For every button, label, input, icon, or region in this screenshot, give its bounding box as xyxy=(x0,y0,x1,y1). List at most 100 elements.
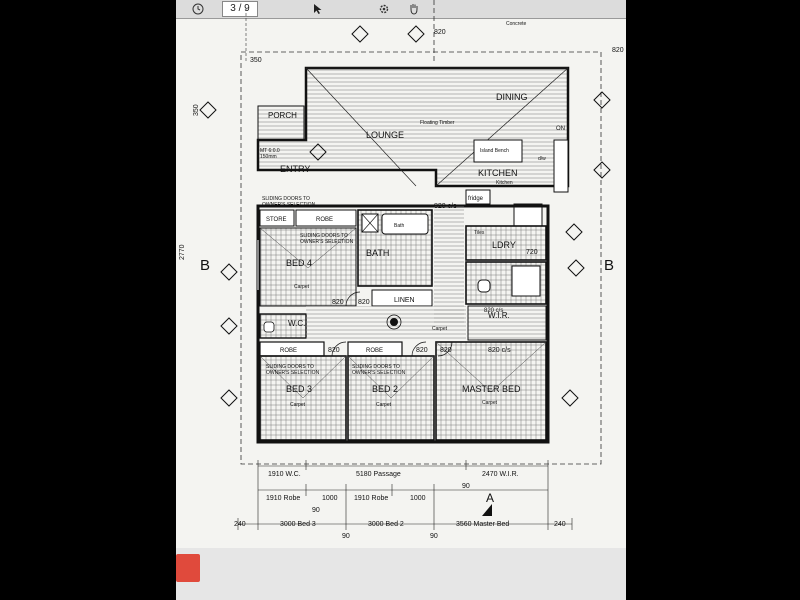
app-launcher-icon[interactable] xyxy=(176,554,200,582)
note-bath: Bath xyxy=(394,223,405,229)
dim-wir: 2470 W.I.R. xyxy=(482,471,519,478)
door-820-top: 820 xyxy=(612,47,624,54)
robe-bed4 xyxy=(295,209,357,227)
note-floating-timber: Floating Timber xyxy=(420,120,455,126)
cursor-icon[interactable] xyxy=(310,1,326,16)
label-bed3: BED 3 xyxy=(286,384,312,394)
label-linen: LINEN xyxy=(394,297,415,304)
note-kitchen: Kitchen xyxy=(496,180,513,186)
floor-plan-drawing: DINING LOUNGE PORCH ENTRY KITCHEN BED 4 … xyxy=(179,0,624,540)
note-carpet-bed2: Carpet xyxy=(376,402,392,408)
pdf-viewer-window: 3 / 9 xyxy=(176,0,626,600)
note-carpet-bed4: Carpet xyxy=(294,284,310,290)
dim-bed2: 3000 Bed 2 xyxy=(368,521,404,528)
boundary-line xyxy=(240,51,602,465)
os-taskbar xyxy=(176,548,626,600)
door-820-wir: 820 c/s xyxy=(488,347,511,354)
ensuite-shower xyxy=(511,265,541,297)
dim-350-b: 350 xyxy=(193,104,200,116)
note-mm: 150mm xyxy=(260,154,277,160)
note-sliding-c-1: SLIDING DOORS TO xyxy=(266,364,314,370)
note-sliding-c-2: OWNER'S SELECTION xyxy=(266,370,320,376)
dim-wc: 1910 W.C. xyxy=(268,471,301,478)
door-820-bed4a: 820 xyxy=(332,299,344,306)
note-on: ON xyxy=(556,126,565,132)
note-sliding-d-2: OWNER'S SELECTION xyxy=(352,370,406,376)
note-dw: d/w xyxy=(538,156,546,162)
label-bath: BATH xyxy=(366,248,389,258)
label-kitchen: KITCHEN xyxy=(478,168,518,178)
note-tiles: Tiles xyxy=(474,230,485,236)
door-820-tr: 820 xyxy=(434,29,446,36)
section-arrow-icon xyxy=(482,504,492,516)
label-lounge: LOUNGE xyxy=(366,130,404,140)
page-number-field[interactable]: 3 / 9 xyxy=(222,1,258,17)
note-sliding-a-1: SLIDING DOORS TO xyxy=(262,196,310,202)
note-island-bench: Island Bench xyxy=(480,148,509,154)
dim-left: 2770 xyxy=(179,244,186,260)
dim-90-c: 90 xyxy=(342,533,350,540)
dim-1000-b: 1000 xyxy=(410,495,426,502)
page-total: 9 xyxy=(244,3,250,14)
note-sliding-d-1: SLIDING DOORS TO xyxy=(352,364,400,370)
door-820-bed4b: 820 xyxy=(358,299,370,306)
dim-90-d: 90 xyxy=(430,533,438,540)
bathtub xyxy=(381,213,429,235)
label-master-bed: MASTER BED xyxy=(462,384,521,394)
kitchen-counter xyxy=(553,139,569,193)
dim-240-b: 240 xyxy=(554,521,566,528)
label-entry: ENTRY xyxy=(280,164,310,174)
island-bench xyxy=(473,139,523,163)
dim-bed3: 3000 Bed 3 xyxy=(280,521,316,528)
door-720: 720 xyxy=(526,249,538,256)
note-carpet-master: Carpet xyxy=(482,400,498,406)
hand-icon[interactable] xyxy=(406,1,422,16)
store-cupboard xyxy=(259,209,295,227)
dim-350-a: 350 xyxy=(250,57,262,64)
bed4-room xyxy=(259,227,357,307)
porch xyxy=(257,105,305,141)
dim-240-a: 240 xyxy=(234,521,246,528)
passage-vertical xyxy=(434,206,464,324)
door-820-bed2: 820 xyxy=(416,347,428,354)
label-robe-bed3: ROBE xyxy=(280,348,297,354)
fridge-space xyxy=(465,189,491,205)
dim-90-a: 90 xyxy=(462,483,470,490)
dim-master-bed: 3560 Master Bed xyxy=(456,521,509,528)
label-wir: W.I.R. xyxy=(488,311,510,320)
note-sliding-a-2: OWNER'S SELECTION xyxy=(262,202,316,208)
label-ldry: LDRY xyxy=(492,240,516,250)
smoke-detector-icon xyxy=(390,318,398,326)
clock-icon[interactable] xyxy=(190,1,206,16)
note-carpet-bed3: Carpet xyxy=(290,402,306,408)
label-bed4: BED 4 xyxy=(286,258,312,268)
page-separator: / xyxy=(238,3,242,14)
laundry-room xyxy=(465,225,547,261)
dim-90-b: 90 xyxy=(312,507,320,514)
section-b-left: B xyxy=(200,257,210,274)
note-carpet-passage: Carpet xyxy=(432,326,448,332)
label-fridge: fridge xyxy=(468,196,484,202)
note-sliding-b-2: OWNER'S SELECTION xyxy=(300,239,354,245)
door-820-bed3: 820 xyxy=(328,347,340,354)
section-a-bottom: A xyxy=(486,491,494,505)
dim-robe-1: 1910 Robe xyxy=(266,495,300,502)
door-820-wc: 820 c/s xyxy=(484,308,503,314)
wir-room xyxy=(467,305,547,341)
section-b-right: B xyxy=(604,257,614,274)
note-concrete: Concrete xyxy=(506,21,527,27)
dim-passage: 5180 Passage xyxy=(356,471,401,478)
gear-icon[interactable] xyxy=(376,1,392,16)
label-robe-bed2: ROBE xyxy=(366,348,383,354)
label-wc: W.C. xyxy=(288,319,305,328)
label-store: STORE xyxy=(266,217,287,223)
note-mgs: MT 6:0.0 xyxy=(260,148,280,154)
label-porch: PORCH xyxy=(268,111,297,120)
door-820-kitchen: 820 c/s xyxy=(434,203,457,210)
dim-robe-2: 1910 Robe xyxy=(354,495,388,502)
door-820-master: 820 xyxy=(440,347,452,354)
label-bed2: BED 2 xyxy=(372,384,398,394)
window-marker-icon xyxy=(351,25,369,43)
dim-1000-a: 1000 xyxy=(322,495,338,502)
toilet-fixture xyxy=(477,279,491,293)
